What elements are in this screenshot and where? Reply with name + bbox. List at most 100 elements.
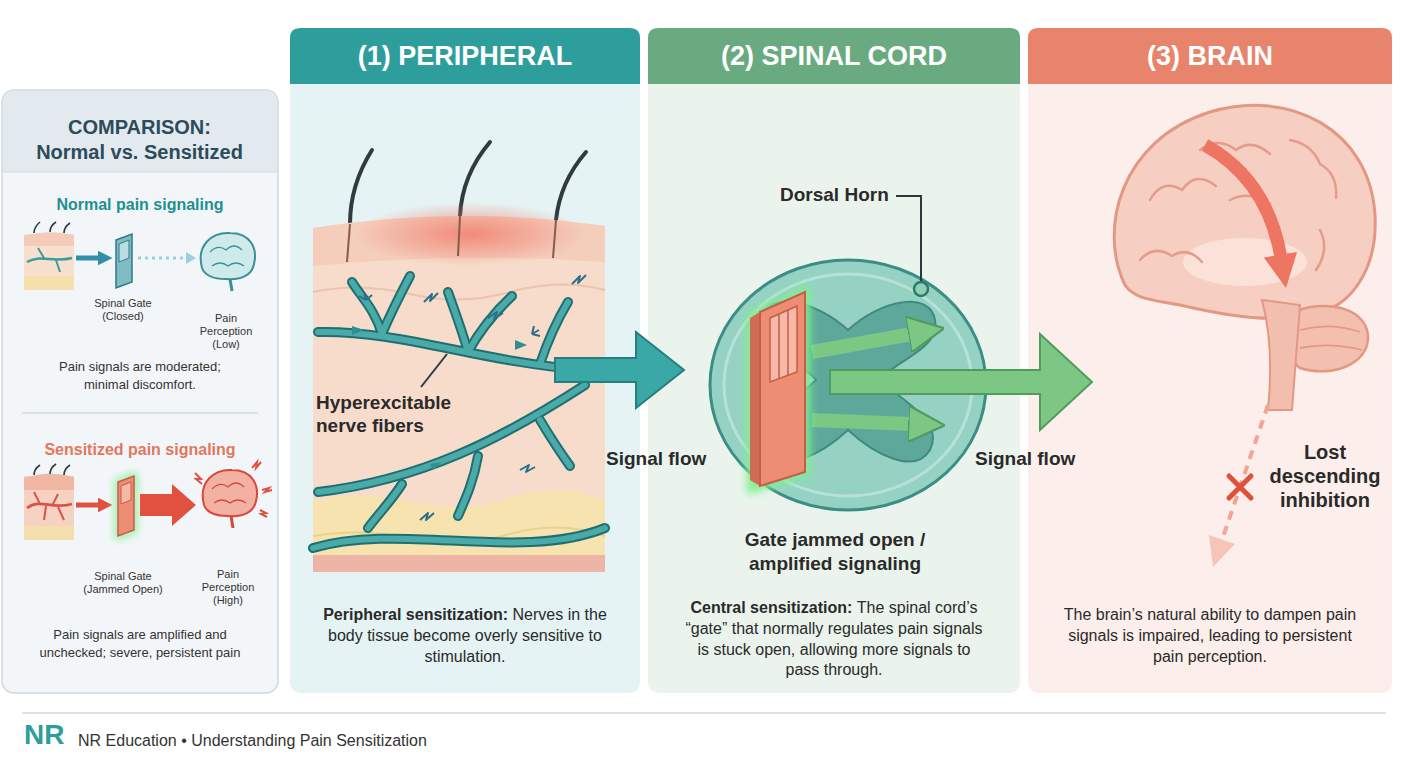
nerve-sparks [520,465,535,472]
sensitized-mini-illustration [76,503,99,508]
nerve-fibers [540,302,568,364]
skin-illustration [347,224,350,262]
panel-backgrounds [2,90,278,693]
panel-backgrounds [3,172,277,173]
panel-text: Pain signals are amplified and unchecked… [40,627,241,660]
footer-caption: NR Education • Understanding Pain Sensit… [78,731,578,750]
stage-panel: (3) BRAIN The brain’s natural ability to … [1028,28,1392,693]
sensitized-mini-illustration [260,510,267,517]
normal-mini-illustration [138,257,186,260]
nerve-fibers [458,456,478,516]
normal-mini-illustration [38,248,44,258]
panel-backgrounds [22,712,1386,714]
nerve-sparks [420,513,434,520]
panel-text: Sensitized pain signaling [44,441,235,458]
nerve-flow-arrows [515,340,527,350]
spinal-gate-door [787,310,789,375]
signal-flow-arrow [555,332,684,408]
flow-label: Signal flow [606,448,726,471]
normal-mini-illustration [76,256,99,261]
normal-mini-illustration [56,260,60,272]
spinal-gate-door [750,312,760,486]
sensitized-mini-illustration [140,484,196,526]
panel-heading: (3) BRAIN [1147,41,1273,71]
lost-inhibition-path [1222,405,1268,540]
nerve-fibers [313,276,605,548]
panel-heading: (2) SPINAL CORD [721,41,947,71]
normal-mini-illustration [210,246,242,252]
nerve-sparks [488,312,503,319]
panel-text: Normal pain signaling [56,196,223,213]
nerve-sparks [532,326,540,336]
spinal-gate-door [770,306,797,382]
normal-mini-illustration [64,223,70,233]
panel-heading: COMPARISON: Normal vs. Sensitized [36,116,243,163]
text-block: (2) SPINAL CORD [648,28,1020,84]
flow-label: Signal flow [975,448,1095,471]
leader-line [896,196,921,281]
nerve-fibers [352,282,382,334]
nerve-fibers [313,276,605,548]
callout-label: Hyperexcitable nerve fibers [316,392,451,436]
sensitized-mini-illustration [24,526,74,540]
nerve-fibers [458,456,478,516]
nerve-fibers [382,276,410,334]
brain-illustration [1114,105,1375,410]
panel-backgrounds [3,91,277,172]
nerve-fibers [540,302,568,364]
stage-panel: (2) SPINAL CORDCentral sensitization:The… [648,28,1020,693]
panel-backgrounds [22,412,258,414]
amplified-signal-arrows [812,334,1092,430]
normal-mini-illustration [186,252,196,264]
panel-text: Pain Perception (High) [202,568,255,606]
flow-label: Signal flow [975,448,1075,469]
nerve-fibers [368,484,402,528]
normal-mini-illustration [24,222,255,291]
nerve-sparks [359,292,372,300]
normal-mini-illustration [116,234,132,288]
panel-text: Spinal Gate (Jammed Open) [83,570,162,595]
panel-heading: (1) PERIPHERAL [358,41,573,71]
normal-mini-illustration [27,258,72,262]
sensitized-mini-illustration [34,492,40,504]
comparison-panel: COMPARISON: Normal vs. SensitizedNormal … [2,90,278,693]
text-block: Pain signals are moderated; minimal disc… [40,358,240,393]
amplified-signal-arrows [812,334,912,352]
stage-panel: (1) PERIPHERALPeripheral sensitization:N… [290,28,640,693]
skin-illustration [458,216,460,256]
panel-text: The brain’s natural ability to dampen pa… [1064,606,1356,665]
sensitized-mini-illustration [50,464,56,474]
sensitized-mini-illustration [262,488,272,492]
sensitized-mini-illustration [203,470,257,516]
brain-illustration [1290,140,1336,198]
descending-arrow [1205,145,1281,258]
callout-label: Hyperexcitable nerve fibers [316,392,476,438]
flow-label: Signal flow [606,448,706,469]
nerve-sparks [572,275,586,284]
nerve-fibers [368,484,402,528]
sensitized-mini-illustration [24,474,74,490]
spinal-cord-section [914,282,928,296]
lost-inhibition-path [1229,476,1251,498]
spinal-gate-door [750,292,805,488]
callout-label: Lost descending inhibition [1266,440,1384,512]
sensitized-mini-illustration [27,504,72,508]
skin-illustration [350,150,372,224]
leader-line [421,354,447,387]
panel-text: Spinal Gate (Closed) [94,297,151,322]
nerve-flow-arrows [352,326,364,335]
text-block: Pain Perception (High) [198,568,258,608]
panel-text: Central sensitization: [691,599,853,616]
panel-text: Peripheral sensitization: [323,606,508,623]
nerve-flow-arrows [430,462,442,470]
nerve-fibers [540,420,570,466]
brain-illustration [1150,179,1216,200]
nerve-fibers [468,296,512,352]
normal-mini-illustration [230,279,232,291]
lost-inhibition-path [1209,535,1235,567]
amplified-signal-arrows [812,420,912,424]
callout-label: Lost descending inhibition [1269,441,1380,511]
spinal-gate-door [752,292,805,488]
normal-mini-illustration [119,240,129,262]
